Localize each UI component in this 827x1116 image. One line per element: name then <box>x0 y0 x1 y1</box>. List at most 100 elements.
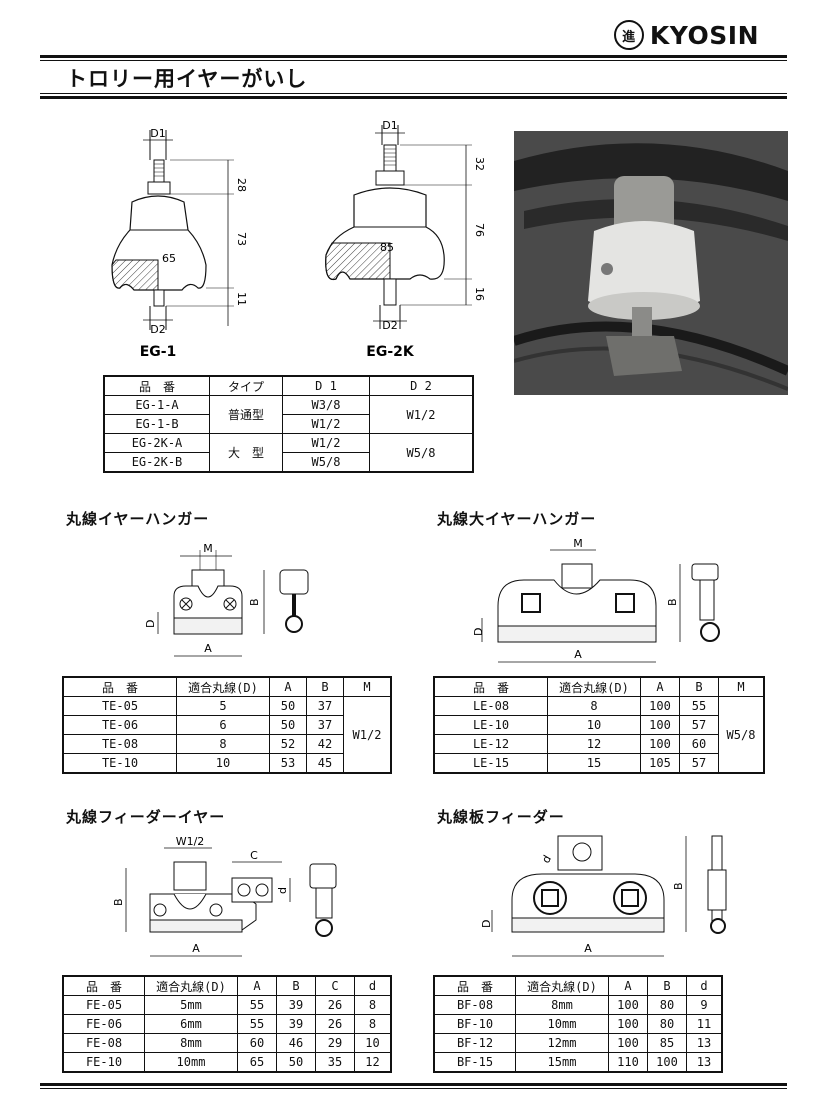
bf-header-dd: d <box>686 975 723 996</box>
eg-code: EG-1-A <box>103 395 210 415</box>
bf-wire: 10mm <box>515 1014 609 1034</box>
fe-b: 39 <box>276 995 316 1015</box>
te-drawing: M D B A <box>144 542 309 657</box>
le-wire: 12 <box>547 734 641 754</box>
eg2k-dim-top: 32 <box>473 157 486 171</box>
fe-b: 39 <box>276 1014 316 1034</box>
te-header-m: M <box>343 676 392 697</box>
fe-a: 65 <box>237 1052 277 1073</box>
table-row: TE-06 6 50 37 <box>62 715 391 735</box>
brand-logo: 進 KYOSIN <box>613 20 759 50</box>
eg2k-label: EG-2K <box>366 344 415 360</box>
te-m: W1/2 <box>343 696 392 774</box>
fe-b: 46 <box>276 1033 316 1053</box>
bf-dd: 9 <box>686 995 723 1015</box>
fe-code: FE-08 <box>62 1033 145 1053</box>
eg-header-d1: D 1 <box>282 375 370 396</box>
eg-d1: W1/2 <box>282 433 370 453</box>
table-row: TE-08 8 52 42 <box>62 734 391 754</box>
fe-code: FE-05 <box>62 995 145 1015</box>
le-header-code: 品 番 <box>433 676 548 697</box>
table-row: FE-08 8mm 60 46 29 10 <box>62 1033 392 1053</box>
bf-section-title: 丸線板フィーダー <box>437 808 565 826</box>
eg-header-code: 品 番 <box>103 375 210 396</box>
product-photo <box>514 131 788 395</box>
eg-d1: W1/2 <box>282 414 370 434</box>
fe-dim-b: B <box>112 898 125 906</box>
te-header-a: A <box>269 676 307 697</box>
te-code: TE-10 <box>62 753 177 774</box>
le-a: 100 <box>640 734 680 754</box>
eg2k-diameter-label: 85 <box>380 241 394 254</box>
brand-mark-icon: 進 <box>613 20 644 50</box>
eg1-d1-label: D1 <box>150 127 165 140</box>
fe-b: 50 <box>276 1052 316 1073</box>
eg1-d2-label: D2 <box>150 323 165 336</box>
le-spec-table: 品 番 適合丸線(D) A B M LE-08 8 100 55 W5/8 LE… <box>433 676 765 774</box>
le-a: 105 <box>640 753 680 774</box>
fe-header-a: A <box>237 975 277 996</box>
fe-spec-table: 品 番 適合丸線(D) A B C d FE-05 5mm 55 39 26 8… <box>62 975 392 1073</box>
eg-spec-table: 品 番 タイプ D 1 D 2 EG-1-A 普通型 W3/8 W1/2 EG-… <box>103 375 474 473</box>
fe-header-c: C <box>315 975 355 996</box>
le-header-wire: 適合丸線(D) <box>547 676 641 697</box>
eg-header-d2: D 2 <box>369 375 474 396</box>
table-row: BF-12 12mm 100 85 13 <box>433 1033 723 1053</box>
fe-dim-dd: d <box>276 887 289 894</box>
te-header-wire: 適合丸線(D) <box>176 676 270 697</box>
fe-header-dd: d <box>354 975 392 996</box>
header-rule-top <box>40 55 787 58</box>
bf-dd: 13 <box>686 1052 723 1073</box>
eg2k-drawing: D1 D2 85 32 76 16 EG-2K <box>325 119 486 360</box>
fe-wire: 8mm <box>144 1033 238 1053</box>
fe-wire: 6mm <box>144 1014 238 1034</box>
le-dim-m: M <box>573 537 583 550</box>
le-dim-a: A <box>574 648 582 661</box>
eg1-dim-top: 28 <box>235 178 248 192</box>
eg-code: EG-1-B <box>103 414 210 434</box>
bf-b: 80 <box>647 995 687 1015</box>
fe-section-title: 丸線フィーダーイヤー <box>66 808 226 826</box>
bf-header-code: 品 番 <box>433 975 516 996</box>
te-a: 50 <box>269 715 307 735</box>
eg1-drawing: D1 D2 65 28 73 11 EG-1 <box>111 127 248 360</box>
table-row: BF-15 15mm 110 100 13 <box>433 1052 723 1073</box>
le-header-m: M <box>718 676 765 697</box>
fe-wire: 5mm <box>144 995 238 1015</box>
table-row: FE-10 10mm 65 50 35 12 <box>62 1052 392 1073</box>
bf-header-wire: 適合丸線(D) <box>515 975 609 996</box>
table-row: TE-05 5 50 37 W1/2 <box>62 696 392 774</box>
le-b: 57 <box>679 715 719 735</box>
bf-b: 85 <box>647 1033 687 1053</box>
eg-code: EG-2K-A <box>103 433 210 453</box>
eg-header-type: タイプ <box>209 375 283 396</box>
te-b: 37 <box>306 715 344 735</box>
bf-a: 100 <box>608 995 648 1015</box>
eg1-label: EG-1 <box>140 344 177 360</box>
table-row: TE-10 10 53 45 <box>62 753 391 774</box>
eg-type: 大 型 <box>209 433 283 473</box>
fe-c: 26 <box>315 1014 355 1034</box>
te-code: TE-06 <box>62 715 177 735</box>
bf-header-a: A <box>608 975 648 996</box>
eg-d1: W5/8 <box>282 452 370 473</box>
te-spec-table: 品 番 適合丸線(D) A B M TE-05 5 50 37 W1/2 TE-… <box>62 676 392 774</box>
bf-a: 110 <box>608 1052 648 1073</box>
eg-type: 普通型 <box>209 395 283 434</box>
title-rule <box>40 96 787 99</box>
table-row: LE-12 12 100 60 <box>433 734 764 754</box>
bf-wire: 8mm <box>515 995 609 1015</box>
fe-header-wire: 適合丸線(D) <box>144 975 238 996</box>
te-wire: 6 <box>176 715 270 735</box>
te-a: 53 <box>269 753 307 774</box>
te-dim-b: B <box>248 598 261 606</box>
le-m: W5/8 <box>718 696 765 774</box>
te-dim-m: M <box>203 542 213 555</box>
bf-header-b: B <box>647 975 687 996</box>
title-rule-thin <box>40 93 787 94</box>
le-code: LE-10 <box>433 715 548 735</box>
fe-c: 26 <box>315 995 355 1015</box>
fe-c: 35 <box>315 1052 355 1073</box>
bf-dim-b: B <box>672 882 685 890</box>
le-code: LE-15 <box>433 753 548 774</box>
